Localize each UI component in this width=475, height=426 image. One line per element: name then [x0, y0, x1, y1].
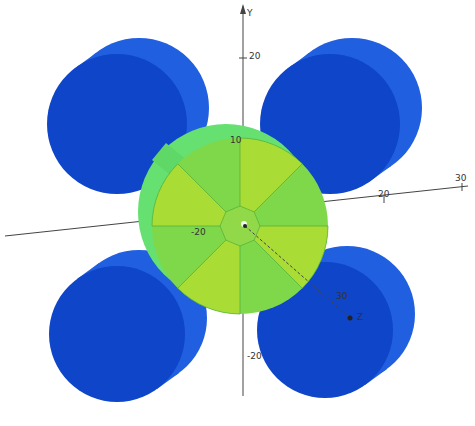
- tick-label: 30: [336, 292, 347, 301]
- z-axis-end: [348, 316, 353, 321]
- axis-name: Y: [247, 9, 253, 18]
- axis-name: Z: [357, 313, 363, 322]
- z-axis: [245, 226, 350, 318]
- center-cylinder: [138, 124, 328, 314]
- tick-label: 20: [378, 190, 389, 199]
- tick-label: 30: [455, 174, 466, 183]
- tick-label: 20: [249, 52, 260, 61]
- y-axis-arrow: [240, 4, 246, 14]
- tick-label: 10: [230, 136, 241, 145]
- tick-label: -20: [247, 352, 262, 361]
- origin-dot: [243, 224, 247, 228]
- tick-label: -20: [191, 228, 206, 237]
